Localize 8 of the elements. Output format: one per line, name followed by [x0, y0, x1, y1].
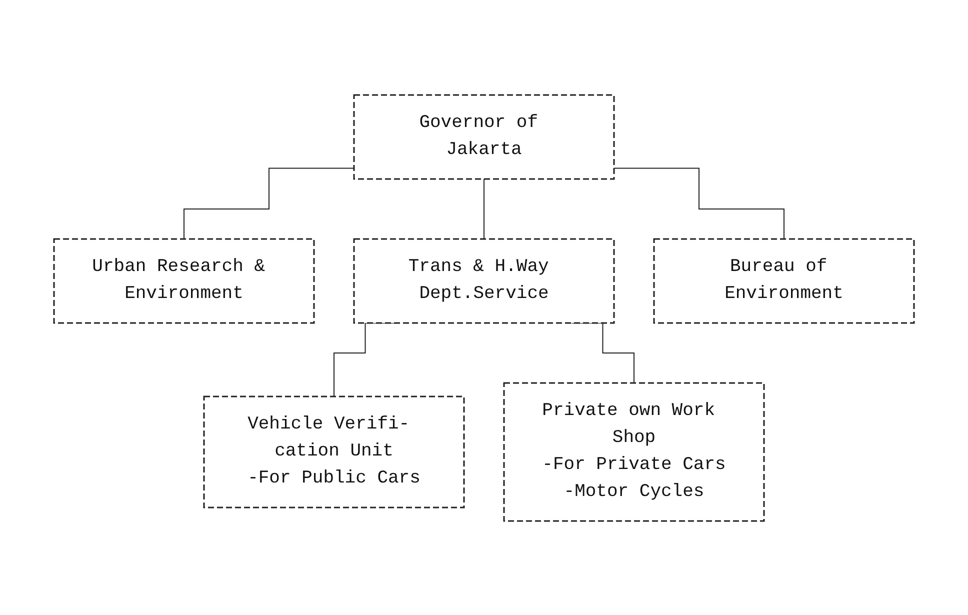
node-box: Governor of Jakarta	[353, 94, 615, 180]
node-box: Private own Work Shop -For Private Cars -Motor Cycles	[503, 382, 765, 522]
node-box: Trans & H.Way Dept.Service	[353, 238, 615, 324]
node-box: Urban Research & Environment	[53, 238, 315, 324]
node-box: Bureau of Environment	[653, 238, 915, 324]
node-box: Vehicle Verifi- cation Unit -For Public Cars	[203, 395, 465, 508]
connector	[184, 167, 354, 239]
connector	[614, 167, 784, 239]
